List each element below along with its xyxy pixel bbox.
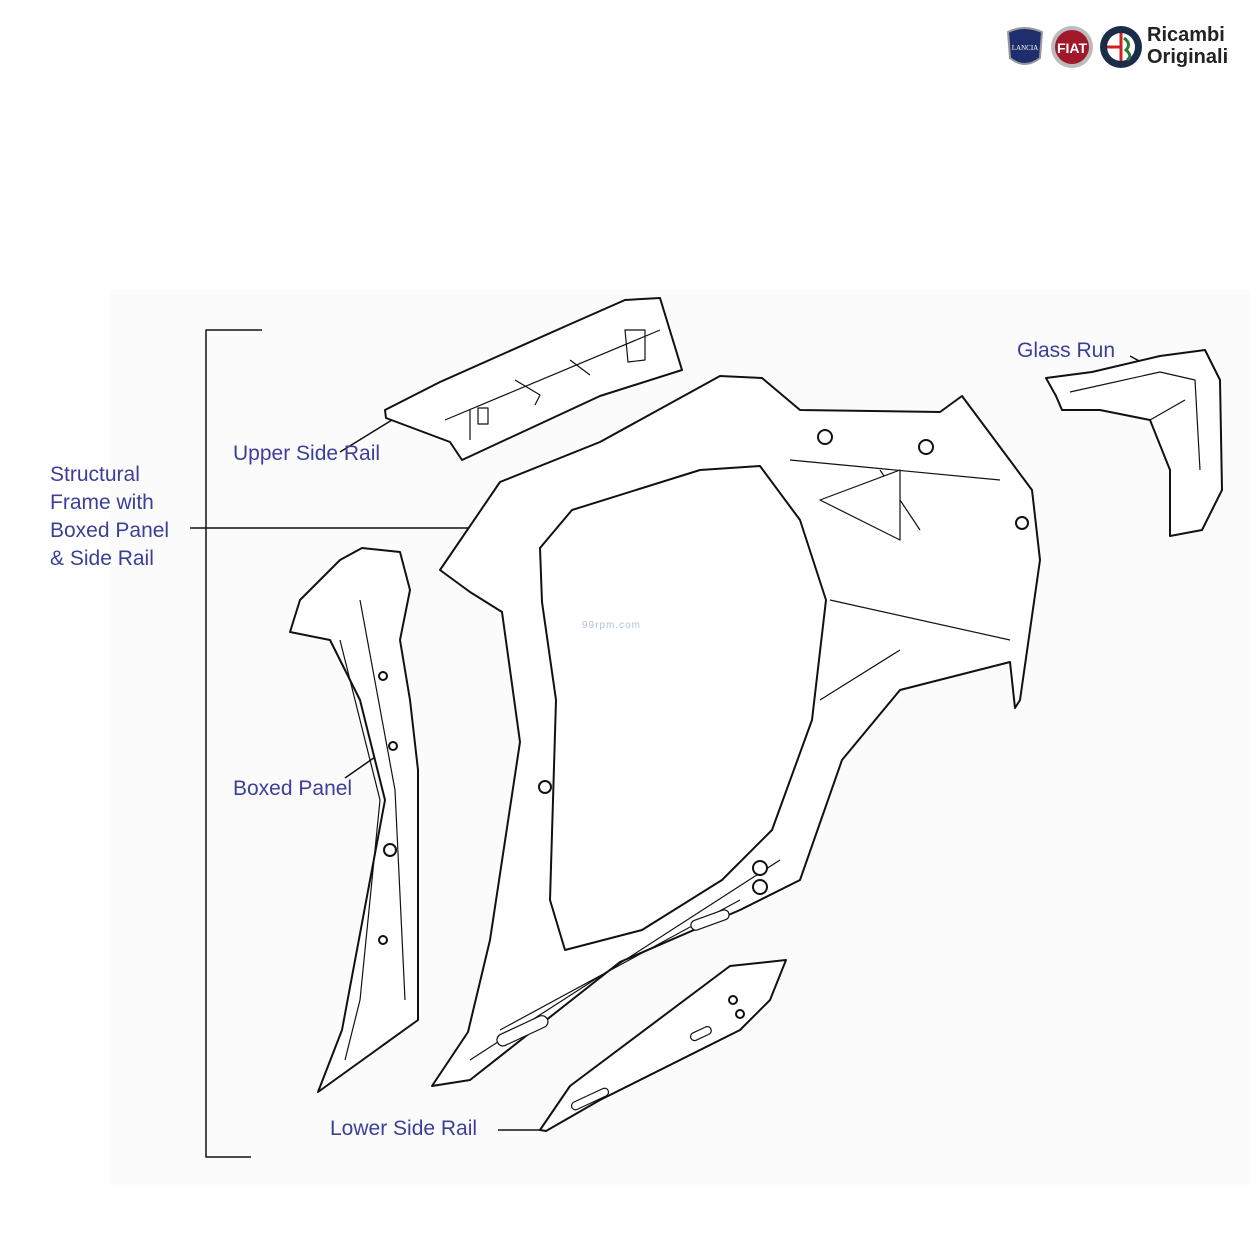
watermark: 99rpm.com xyxy=(582,620,642,631)
part-boxed-panel xyxy=(289,547,419,1093)
part-lower-side-rail xyxy=(539,959,787,1132)
label-structural-frame-line1: Structural xyxy=(50,463,140,486)
bracket-structural-frame xyxy=(190,329,485,1158)
label-boxed-panel: Boxed Panel xyxy=(233,777,353,800)
brand-text-line2: Originali xyxy=(1147,46,1229,68)
label-structural-frame: Structural Frame with Boxed Panel & Side… xyxy=(50,461,169,573)
part-glass-run xyxy=(1045,349,1223,537)
label-structural-frame-line3: Boxed Panel xyxy=(50,519,170,542)
brand-text-line1: Ricambi xyxy=(1147,24,1225,46)
label-lower-side-rail: Lower Side Rail xyxy=(330,1117,478,1140)
label-structural-frame-line2: Frame with xyxy=(50,491,154,514)
brand-logo: LANCIA FIAT xyxy=(1000,18,1250,86)
label-glass-run: Glass Run xyxy=(1017,339,1116,362)
label-upper-side-rail: Upper Side Rail xyxy=(233,442,381,465)
svg-text:LANCIA: LANCIA xyxy=(1012,44,1038,52)
brand-text: Ricambi Originali xyxy=(1147,24,1228,68)
part-structural-frame xyxy=(431,375,1041,1087)
label-structural-frame-line4: & Side Rail xyxy=(50,547,154,570)
leader-lines xyxy=(339,355,1153,1131)
part-upper-side-rail xyxy=(384,297,683,461)
svg-text:FIAT: FIAT xyxy=(1057,40,1088,56)
brand-badges-icon: LANCIA FIAT xyxy=(1006,26,1142,68)
